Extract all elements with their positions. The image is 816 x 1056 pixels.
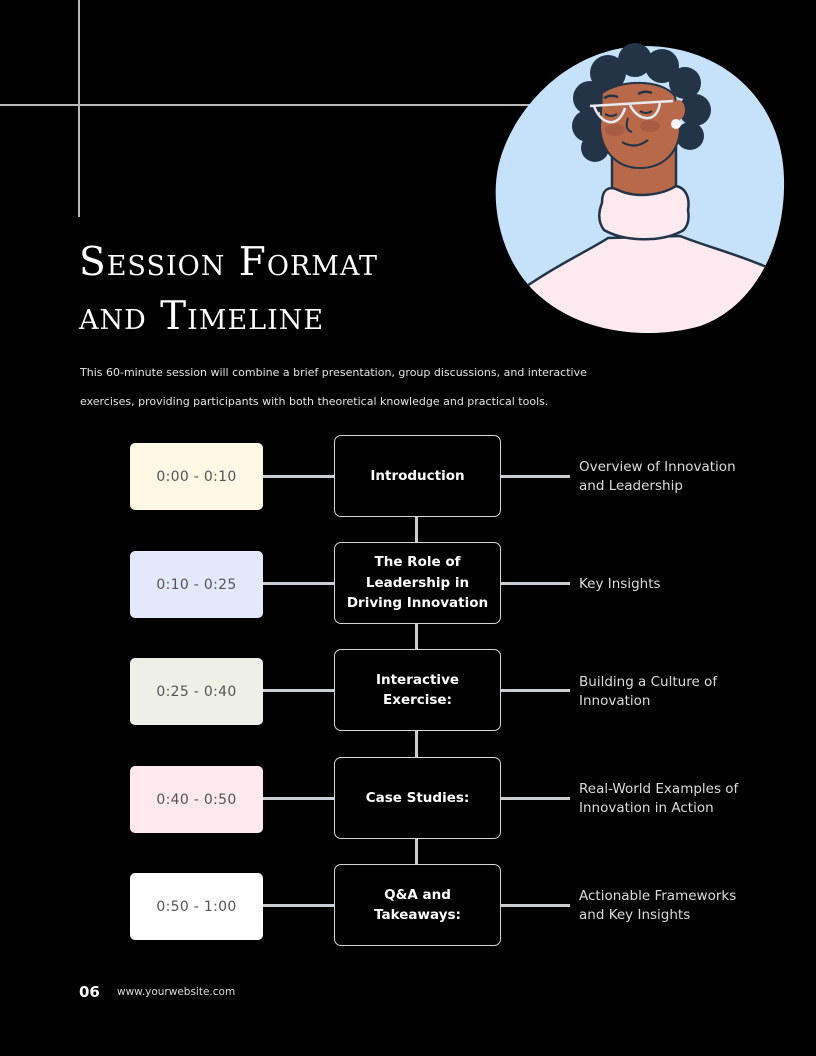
description-1: Overview of Innovation and Leadership — [579, 459, 736, 494]
topic-qa-takeaways: Q&A and Takeaways: — [334, 864, 501, 946]
left-connector — [263, 475, 334, 478]
description-2: Key Insights — [579, 575, 661, 592]
website-link[interactable]: www.yourwebsite.com — [117, 986, 236, 998]
topic-introduction: Introduction — [334, 435, 501, 517]
left-connector — [263, 904, 334, 907]
time-slot-1: 0:00 - 0:10 — [130, 443, 263, 510]
right-connector — [501, 475, 570, 478]
vertical-connector — [415, 624, 418, 650]
vertical-connector — [415, 838, 418, 864]
right-connector — [501, 689, 570, 692]
woman-with-glasses-avatar-icon — [490, 38, 790, 338]
intro-paragraph: This 60-minute session will combine a br… — [80, 358, 600, 416]
vertical-connector — [415, 517, 418, 543]
left-connector — [263, 689, 334, 692]
time-slot-3: 0:25 - 0:40 — [130, 658, 263, 725]
time-slot-2: 0:10 - 0:25 — [130, 551, 263, 618]
left-connector — [263, 797, 334, 800]
topic-case-studies: Case Studies: — [334, 757, 501, 839]
right-connector — [501, 582, 570, 585]
description-3: Building a Culture of Innovation — [579, 674, 718, 709]
intro-line-2: exercises, providing participants with b… — [80, 395, 549, 408]
page-title: Session Format and Timeline — [79, 236, 499, 344]
time-slot-4: 0:40 - 0:50 — [130, 766, 263, 833]
time-slot-5: 0:50 - 1:00 — [130, 873, 263, 940]
intro-line-1: This 60-minute session will combine a br… — [80, 366, 587, 379]
right-connector — [501, 904, 570, 907]
topic-role-of-leadership: The Role of Leadership in Driving Innova… — [334, 542, 501, 624]
left-connector — [263, 582, 334, 585]
page-number: 06 — [79, 983, 100, 1001]
topic-interactive-exercise: Interactive Exercise: — [334, 649, 501, 731]
description-5: Actionable Frameworks and Key Insights — [579, 888, 737, 923]
decorative-horizontal-line — [0, 104, 530, 106]
description-4: Real-World Examples of Innovation in Act… — [579, 781, 739, 816]
page-title-line-1: Session Format — [79, 240, 378, 285]
right-connector — [501, 797, 570, 800]
vertical-connector — [415, 731, 418, 757]
decorative-vertical-line — [78, 0, 80, 217]
page-title-line-2: and Timeline — [79, 294, 325, 339]
